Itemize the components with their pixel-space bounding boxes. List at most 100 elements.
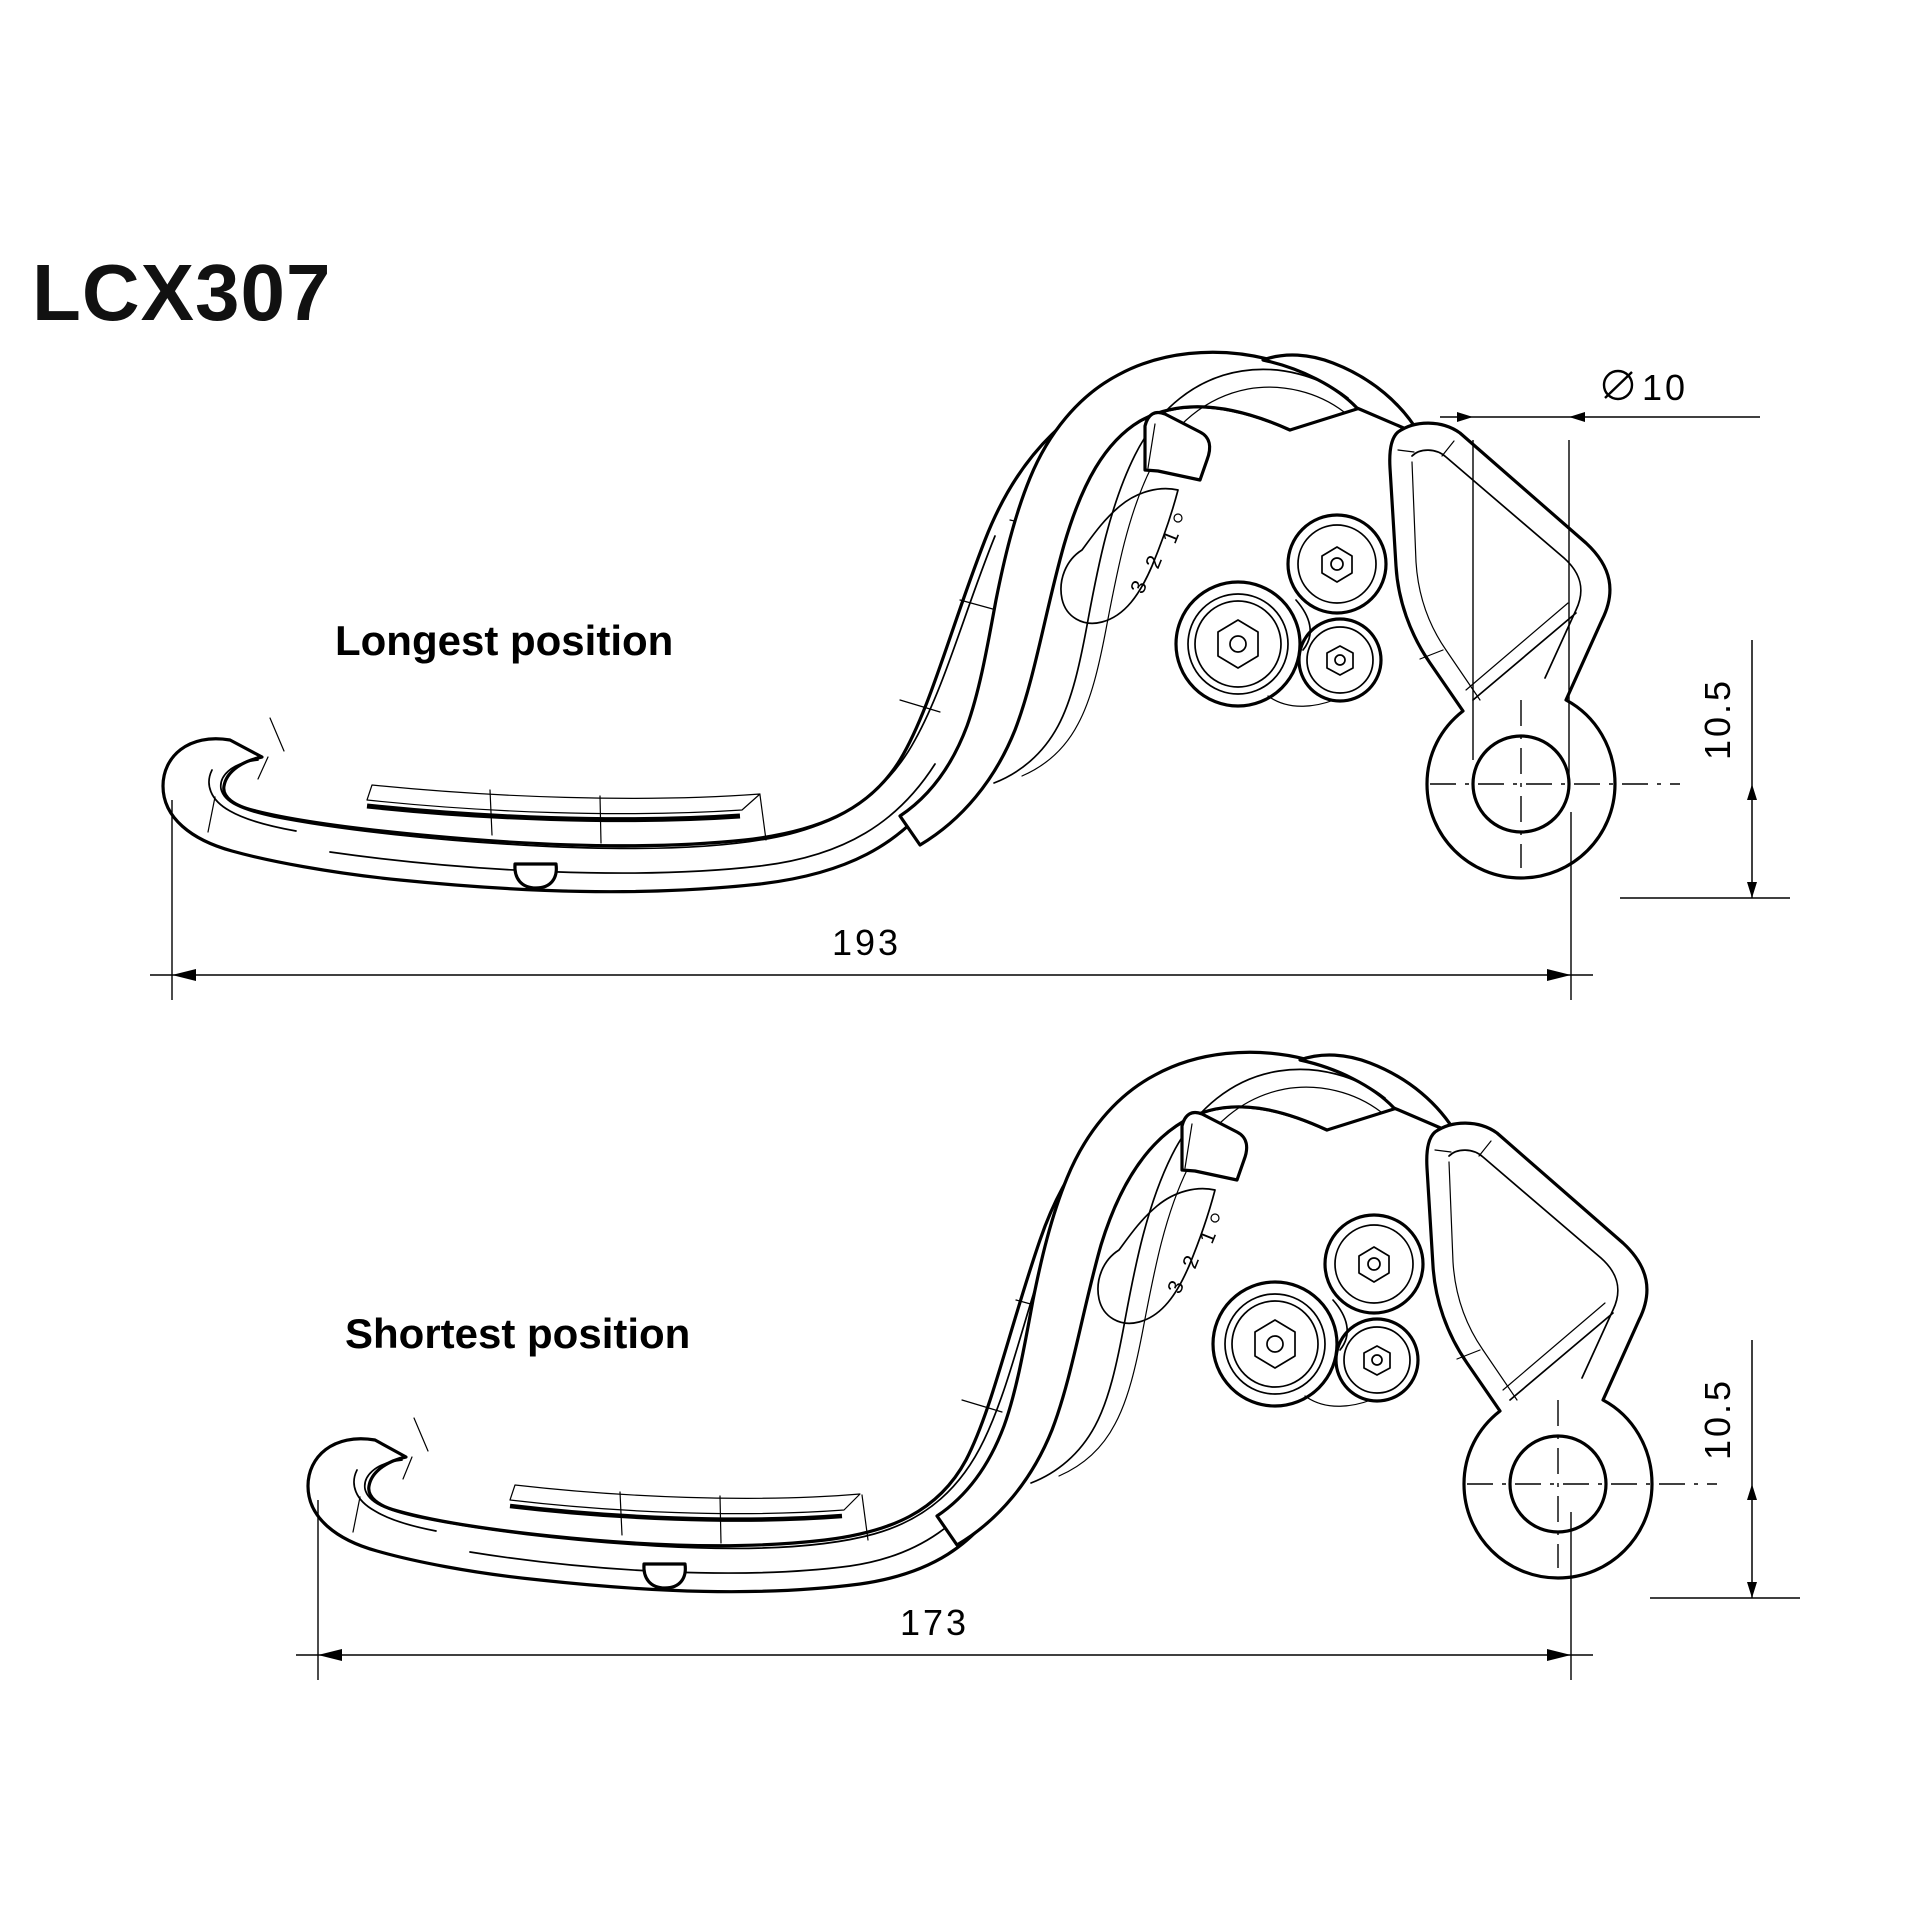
mount-bracket-diagonal-2 <box>1465 602 1569 691</box>
head-inner-pocket <box>993 368 1349 784</box>
lever-blade-groove <box>366 803 741 823</box>
adjuster-tab-seam-short <box>1184 1123 1193 1169</box>
offset-arrow-top-short <box>1747 1484 1757 1500</box>
adjuster-cam-slot <box>1060 487 1179 625</box>
dimension-hole-value: 10 <box>1642 367 1688 408</box>
blade-rib-3-short <box>861 1494 869 1541</box>
lever-tip-seam-2-short <box>402 1456 413 1480</box>
adjuster-mark-1-short: 1 <box>1195 1227 1221 1246</box>
head-web-lower <box>1267 695 1335 707</box>
pivot-bolt-lower-hex-short <box>1363 1345 1391 1376</box>
pivot-bolt-upper <box>1286 513 1388 615</box>
dimension-length-value: 193 <box>832 922 901 963</box>
pivot-bolt-upper-hex <box>1321 546 1353 583</box>
mount-bracket-diagonal-1-short <box>1509 1312 1614 1401</box>
pivot-bolt-large-short <box>1211 1280 1339 1408</box>
lever-blade-inner-upper-short <box>364 1235 1053 1550</box>
head-web-between-bolts-short <box>1332 1299 1349 1351</box>
head-inner-pocket-short <box>1030 1068 1386 1484</box>
pivot-bolt-hex-short <box>1254 1319 1296 1369</box>
dia-arrow-left <box>1457 412 1473 422</box>
len-arrow-right-short <box>1547 1649 1571 1661</box>
diameter-slash-glyph <box>1604 371 1633 399</box>
blade-rib-4-short <box>961 1399 1003 1413</box>
adjuster-tab-pin-hole <box>1173 513 1183 523</box>
lever-assembly-shortest: 3 2 1 <box>306 1050 1654 1594</box>
lever-blade-groove-edge-short <box>509 1484 861 1515</box>
lever-tip-seam-2 <box>257 756 269 780</box>
head-web-lower-short <box>1304 1395 1372 1407</box>
dimensions-longest: 10 10.5 193 <box>150 367 1790 1000</box>
adjuster-cam-slot-short <box>1097 1187 1216 1325</box>
adjuster-tab-seam <box>1147 423 1156 469</box>
dimension-offset-value: 10.5 <box>1697 678 1738 760</box>
mount-bracket-inner-2 <box>1411 461 1481 701</box>
label-shortest-position: Shortest position <box>345 1310 690 1357</box>
adjuster-scale-numbers: 3 2 1 <box>1126 527 1184 596</box>
dimensions-shortest: 10.5 173 <box>296 1340 1800 1680</box>
blade-rib-2-short <box>719 1495 722 1544</box>
diameter-circle-glyph <box>1602 369 1634 401</box>
lever-tip-seam-1-short <box>352 1496 361 1533</box>
blade-rib-3 <box>759 794 767 841</box>
adjuster-mark-2-short: 2 <box>1178 1252 1204 1271</box>
head-web-between-bolts <box>1295 599 1312 651</box>
lever-tip-seam-1 <box>207 796 216 833</box>
bracket-edge-mark-1 <box>1441 440 1455 457</box>
dia-arrow-right <box>1569 412 1585 422</box>
adjuster-mark-3-short: 3 <box>1163 1277 1189 1296</box>
bracket-edge-mark-2 <box>1397 449 1415 453</box>
blade-rib-1 <box>489 789 493 836</box>
lever-tip-inner <box>208 769 297 832</box>
adjuster-mark-3: 3 <box>1126 577 1152 596</box>
dimension-length-value-short: 173 <box>900 1602 969 1643</box>
bracket-edge-mark-3 <box>1419 649 1444 660</box>
offset-arrow-bottom-short <box>1747 1582 1757 1598</box>
head-top-cover-short <box>1298 1053 1459 1137</box>
mount-bracket-diagonal-2-short <box>1502 1302 1606 1391</box>
dimension-offset-value-short: 10.5 <box>1697 1378 1738 1460</box>
len-arrow-right <box>1547 969 1571 981</box>
blade-rib-1-short <box>619 1491 623 1536</box>
lever-blade-groove-short <box>509 1503 843 1522</box>
head-top-cover <box>1261 353 1422 437</box>
pivot-bolt-lower <box>1297 617 1383 703</box>
adjuster-lever-tab-short <box>1180 1110 1249 1182</box>
page-title: LCX307 <box>32 248 331 337</box>
pivot-bolt-upper-hex-short <box>1358 1246 1390 1283</box>
mount-bracket-inner <box>1411 449 1582 679</box>
offset-arrow-top <box>1747 784 1757 800</box>
offset-arrow-bottom <box>1747 882 1757 898</box>
view-shortest-position: Shortest position <box>296 1050 1800 1680</box>
lever-tip-seam-3-short <box>413 1417 429 1452</box>
bracket-edge-mark-3-short <box>1456 1349 1481 1360</box>
lever-underside-nub-short <box>642 1562 687 1590</box>
lever-tip-inner-short <box>353 1469 437 1532</box>
view-longest-position: Longest position <box>150 350 1790 1000</box>
adjuster-lever-tab <box>1143 410 1212 482</box>
adjuster-mark-2: 2 <box>1141 552 1167 571</box>
len-arrow-left-short <box>318 1649 342 1661</box>
diameter-symbol-group <box>1602 369 1634 401</box>
head-inner-pocket-offset <box>1021 386 1345 777</box>
len-arrow-left <box>172 969 196 981</box>
mount-bracket-inner-2-short <box>1448 1161 1518 1401</box>
lever-blade-inner-upper <box>220 535 996 850</box>
lever-blade-inner-lower <box>329 763 936 874</box>
pivot-bolt-lower-short <box>1334 1317 1420 1403</box>
bracket-edge-mark-1-short <box>1478 1140 1492 1157</box>
adjuster-mark-1: 1 <box>1158 527 1184 546</box>
lever-blade-groove-edge <box>366 784 761 815</box>
adjuster-tab-pin-hole-short <box>1210 1213 1220 1223</box>
lever-underside-nub <box>513 862 558 890</box>
head-inner-pocket-offset-short <box>1058 1086 1382 1477</box>
pivot-bolt-upper-short <box>1323 1213 1425 1315</box>
pivot-bolt-lower-hex <box>1326 645 1354 676</box>
pivot-bolt-hex <box>1217 619 1259 669</box>
blade-rib-4 <box>899 699 941 713</box>
pivot-bolt-large <box>1174 580 1302 708</box>
adjuster-scale-numbers-short: 3 2 1 <box>1163 1227 1221 1296</box>
mount-bracket-diagonal-1 <box>1472 612 1577 701</box>
lever-head-body-short <box>935 1050 1399 1547</box>
bracket-edge-mark-2-short <box>1434 1149 1452 1153</box>
